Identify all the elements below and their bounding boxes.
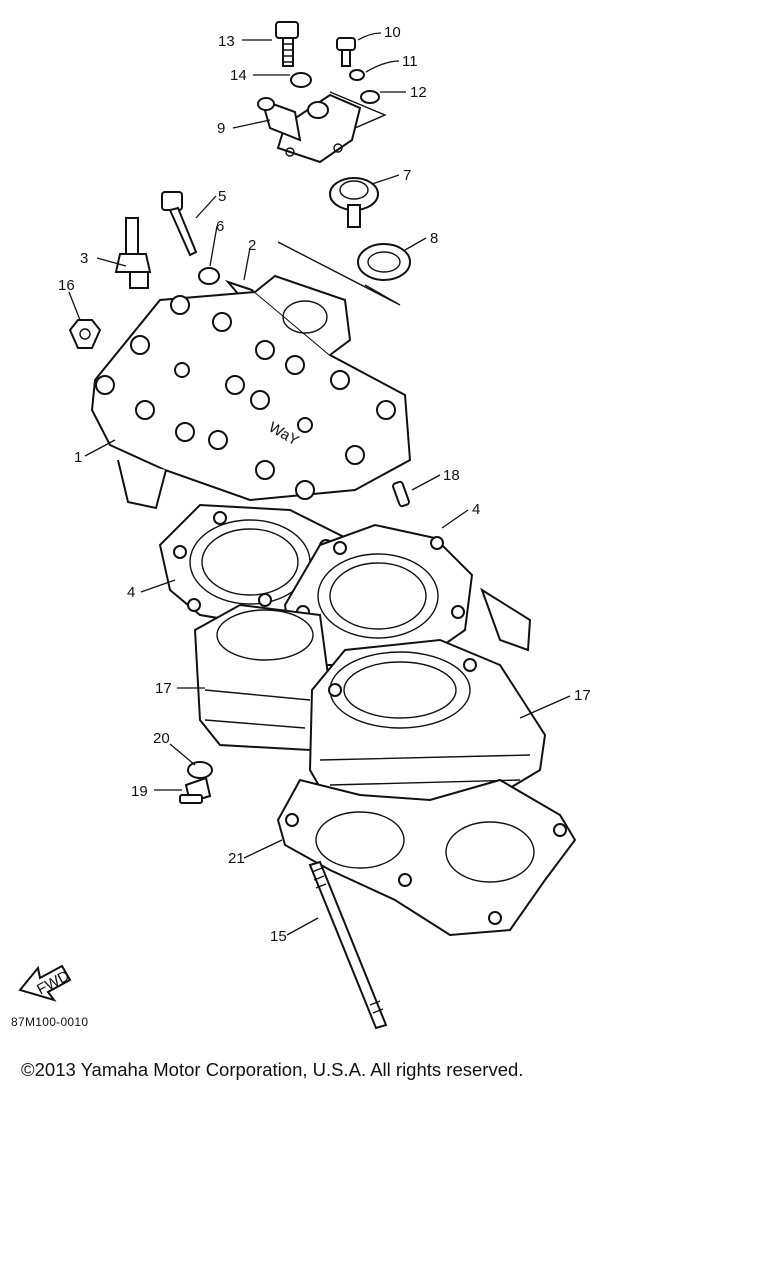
exploded-parts-diagram: WaY <box>18 21 591 1030</box>
callout-19: 19 <box>131 783 148 800</box>
bolt-10 <box>336 37 356 67</box>
callout-7: 7 <box>403 167 411 184</box>
callout-21: 21 <box>228 850 245 867</box>
thermostat-cover-9 <box>257 93 362 164</box>
callout-4-right: 4 <box>472 501 480 518</box>
callout-11: 11 <box>402 53 418 70</box>
callout-3: 3 <box>80 250 88 267</box>
callout-18: 18 <box>443 467 460 484</box>
thermostat-7 <box>329 177 379 228</box>
base-gasket-21 <box>276 778 577 937</box>
guide-line-8 <box>277 241 401 306</box>
cylinder-17-right <box>308 587 547 807</box>
bolt-5 <box>161 191 198 257</box>
washer-6 <box>198 267 220 285</box>
fwd-arrow-icon: FWD <box>18 964 72 1002</box>
callout-5: 5 <box>218 188 226 205</box>
washer-20 <box>187 761 213 779</box>
leader-lines <box>68 32 571 936</box>
callout-12: 12 <box>410 84 427 101</box>
cylinder-17-left <box>193 603 332 752</box>
gasket-8 <box>357 243 411 281</box>
washer-11 <box>349 69 365 81</box>
callout-8: 8 <box>430 230 438 247</box>
callout-17-right: 17 <box>574 687 591 704</box>
callout-17-left: 17 <box>155 680 172 697</box>
callout-14: 14 <box>230 67 247 84</box>
bolt-13 <box>275 21 299 67</box>
callout-15: 15 <box>270 928 287 945</box>
copyright-notice: ©2013 Yamaha Motor Corporation, U.S.A. A… <box>21 1059 524 1080</box>
guide-line-9 <box>329 91 387 129</box>
nut-16 <box>68 319 102 349</box>
callout-13: 13 <box>218 33 235 50</box>
diagram-code: 87M100-0010 <box>11 1015 89 1029</box>
stud-bolt-15 <box>308 860 388 1030</box>
washer-12 <box>360 90 380 104</box>
callout-2: 2 <box>248 237 256 254</box>
callout-20: 20 <box>153 730 170 747</box>
cylinder-head-1: WaY <box>90 274 412 510</box>
callout-6: 6 <box>216 218 224 235</box>
callout-9: 9 <box>217 120 225 137</box>
temperature-sensor-3 <box>114 217 152 289</box>
callout-4-left: 4 <box>127 584 135 601</box>
callout-16: 16 <box>58 277 75 294</box>
dowel-pin-18 <box>392 480 410 508</box>
callout-10: 10 <box>384 24 401 41</box>
callout-1: 1 <box>74 449 82 466</box>
bolt-19 <box>179 776 212 804</box>
washer-14 <box>290 72 312 88</box>
